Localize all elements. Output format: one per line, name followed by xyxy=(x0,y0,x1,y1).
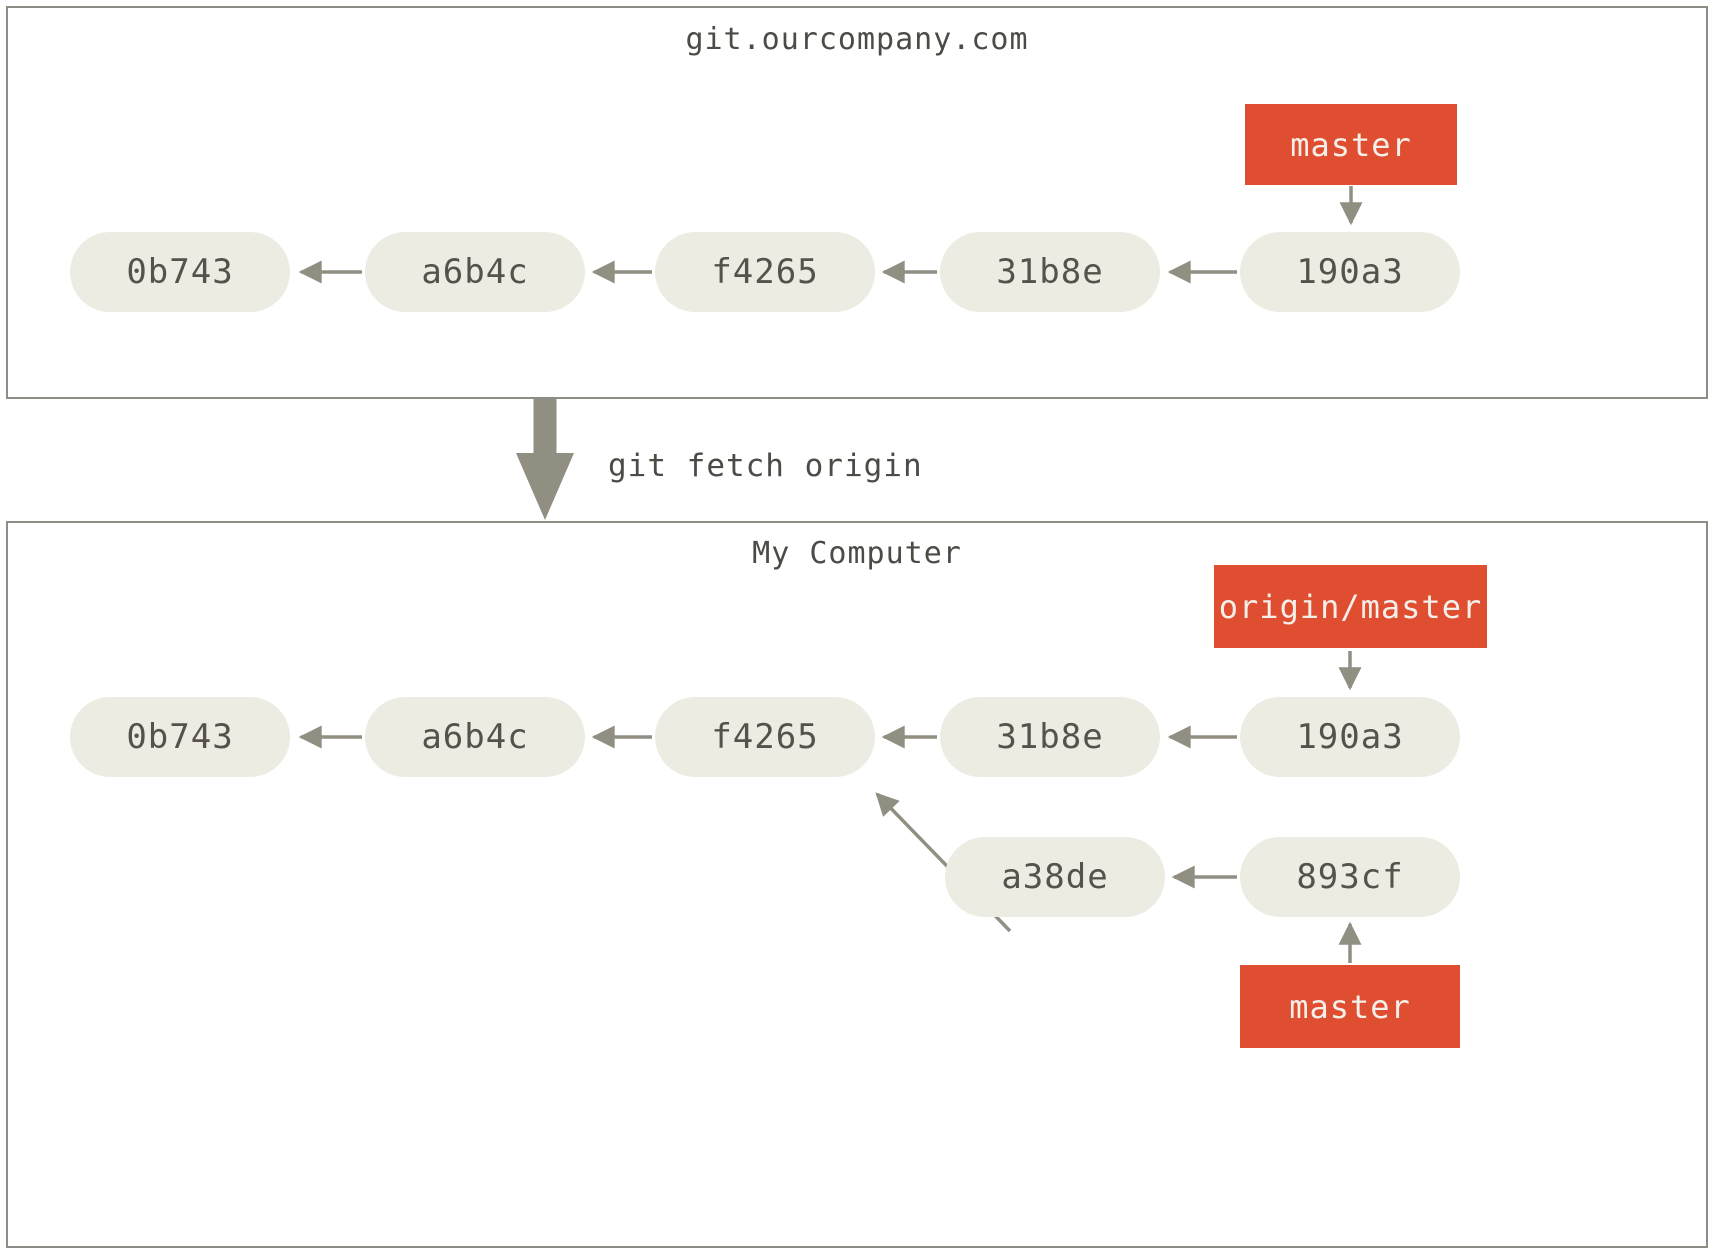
remote-master-branch-label: master xyxy=(1245,104,1457,185)
fetch-command-label: git fetch origin xyxy=(608,448,923,484)
origin-master-branch-label: origin/master xyxy=(1214,565,1487,648)
remote-commit-0b743: 0b743 xyxy=(70,232,290,312)
local-commit-a6b4c: a6b4c xyxy=(365,697,585,777)
local-commit-0b743: 0b743 xyxy=(70,697,290,777)
local-commit-893cf: 893cf xyxy=(1240,837,1460,917)
remote-server-panel: git.ourcompany.com xyxy=(6,6,1708,399)
local-master-branch-label: master xyxy=(1240,965,1460,1048)
remote-commit-f4265: f4265 xyxy=(655,232,875,312)
local-commit-190a3: 190a3 xyxy=(1240,697,1460,777)
local-commit-31b8e: 31b8e xyxy=(940,697,1160,777)
remote-server-title: git.ourcompany.com xyxy=(685,22,1029,57)
local-commit-a38de: a38de xyxy=(945,837,1165,917)
remote-commit-190a3: 190a3 xyxy=(1240,232,1460,312)
local-commit-f4265: f4265 xyxy=(655,697,875,777)
remote-commit-31b8e: 31b8e xyxy=(940,232,1160,312)
remote-commit-a6b4c: a6b4c xyxy=(365,232,585,312)
local-machine-title: My Computer xyxy=(752,536,962,571)
fetch-arrow xyxy=(516,399,574,520)
